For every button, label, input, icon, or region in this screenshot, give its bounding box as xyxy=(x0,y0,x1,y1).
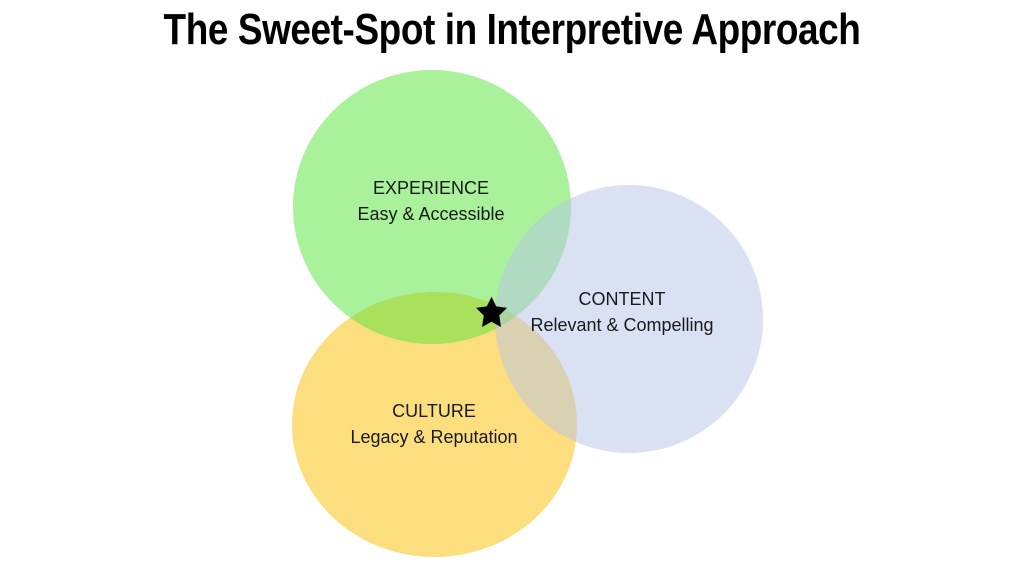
page-title: The Sweet-Spot in Interpretive Approach xyxy=(163,5,861,54)
label-culture-tagline: Legacy & Reputation xyxy=(350,427,518,447)
star-shape xyxy=(476,296,507,327)
label-content-title: CONTENT xyxy=(578,289,666,309)
label-experience-tagline: Easy & Accessible xyxy=(357,204,505,224)
venn-circle-content xyxy=(495,185,763,453)
label-experience: EXPERIENCE Easy & Accessible xyxy=(301,175,561,227)
sweet-spot-star-icon xyxy=(475,296,508,327)
label-experience-title: EXPERIENCE xyxy=(372,178,490,198)
label-content: CONTENT Relevant & Compelling xyxy=(492,286,752,338)
label-culture-title: CULTURE xyxy=(392,401,476,421)
label-content-tagline: Relevant & Compelling xyxy=(530,315,714,335)
label-culture: CULTURE Legacy & Reputation xyxy=(304,398,564,450)
